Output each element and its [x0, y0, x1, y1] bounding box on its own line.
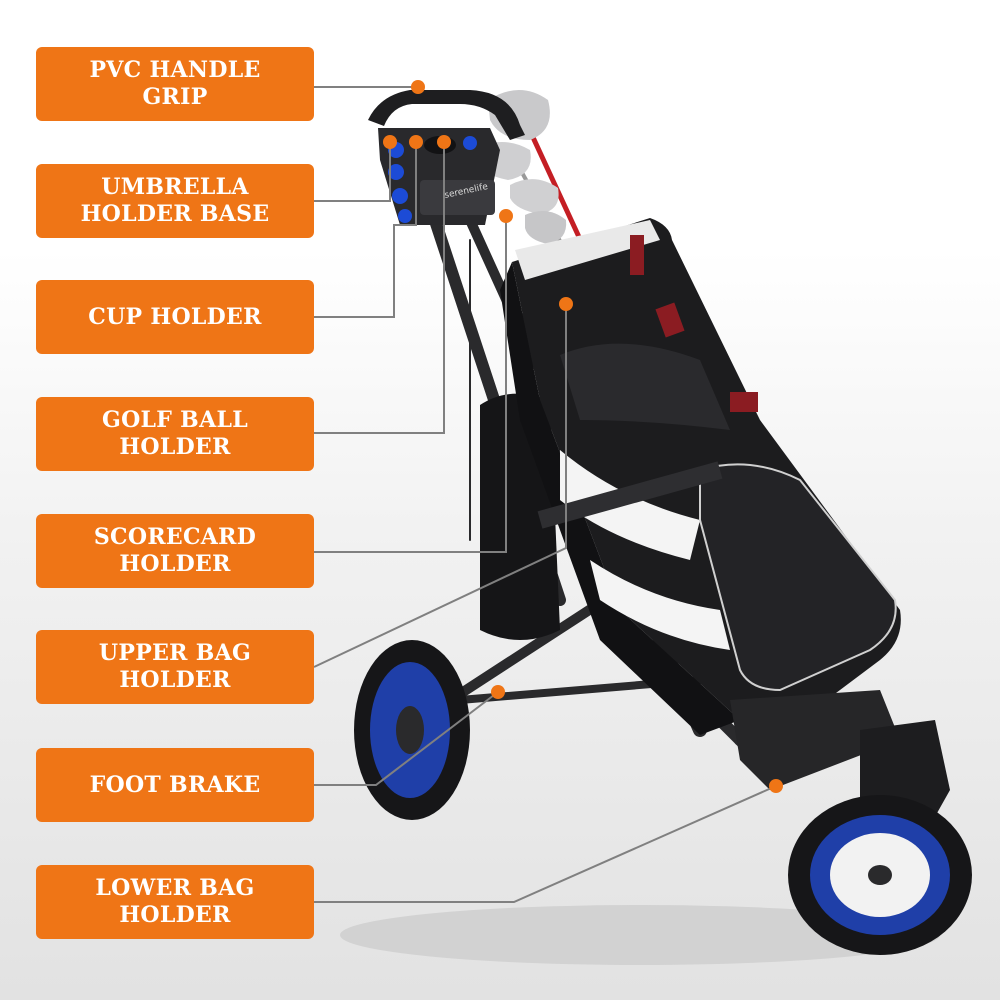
marker-dot-ball: [437, 135, 451, 149]
callout-golf-ball-holder: GOLF BALL HOLDER: [36, 397, 314, 471]
ball-holder-accent: [463, 136, 477, 150]
callout-upper-bag-holder: UPPER BAG HOLDER: [36, 630, 314, 704]
callout-text: PVC HANDLE GRIP: [89, 57, 261, 110]
handle-console: serenelife: [368, 90, 525, 225]
callout-text: SCORECARD HOLDER: [93, 524, 257, 577]
callout-scorecard-holder: SCORECARD HOLDER: [36, 514, 314, 588]
marker-dot-scorecard: [499, 209, 513, 223]
leader-line-scorecard: [314, 216, 507, 553]
scorecard-plate: [420, 180, 495, 215]
bag-front-pocket: [699, 463, 897, 692]
marker-dot-upper-bag: [559, 297, 573, 311]
callout-umbrella-holder-base: UMBRELLA HOLDER BASE: [36, 164, 314, 238]
leader-lines: [313, 86, 777, 903]
leader-line-umbrella: [314, 142, 391, 202]
marker-dots: [383, 80, 783, 793]
rear-wheel: [354, 640, 470, 820]
callout-text: GOLF BALL HOLDER: [101, 407, 248, 460]
leader-line-upper-bag: [313, 304, 567, 668]
leader-line-ball: [314, 142, 445, 434]
callout-lower-bag-holder: LOWER BAG HOLDER: [36, 865, 314, 939]
marker-dot-handle: [411, 80, 425, 94]
hybrid-head: [510, 179, 559, 214]
bag-strap: [537, 461, 723, 529]
callout-text: UMBRELLA HOLDER BASE: [80, 174, 270, 227]
marker-dot-lower-bag: [769, 779, 783, 793]
ground-shadow: [340, 905, 940, 965]
marker-dot-brake: [491, 685, 505, 699]
golf-bag: [500, 218, 901, 735]
lower-bag-base: [730, 690, 900, 790]
bag-top-rim: [515, 220, 660, 280]
callout-cup-holder: CUP HOLDER: [36, 280, 314, 354]
iron-head: [525, 211, 567, 244]
strap-accent: [630, 235, 644, 275]
callout-text: LOWER BAG HOLDER: [95, 875, 255, 928]
callout-text: FOOT BRAKE: [89, 771, 261, 798]
callout-text: CUP HOLDER: [88, 303, 262, 330]
pvc-handle-grip: [368, 90, 525, 140]
leader-line-lower-bag: [314, 785, 777, 903]
front-wheel: [788, 795, 972, 955]
bag-white-panel: [560, 450, 700, 560]
marker-dot-umbrella: [383, 135, 397, 149]
marker-dot-cup: [409, 135, 423, 149]
leader-line-cup: [314, 142, 417, 318]
callout-foot-brake: FOOT BRAKE: [36, 748, 314, 822]
leader-line-brake: [314, 691, 499, 786]
callout-text: UPPER BAG HOLDER: [98, 640, 252, 693]
callout-pvc-handle-grip: PVC HANDLE GRIP: [36, 47, 314, 121]
